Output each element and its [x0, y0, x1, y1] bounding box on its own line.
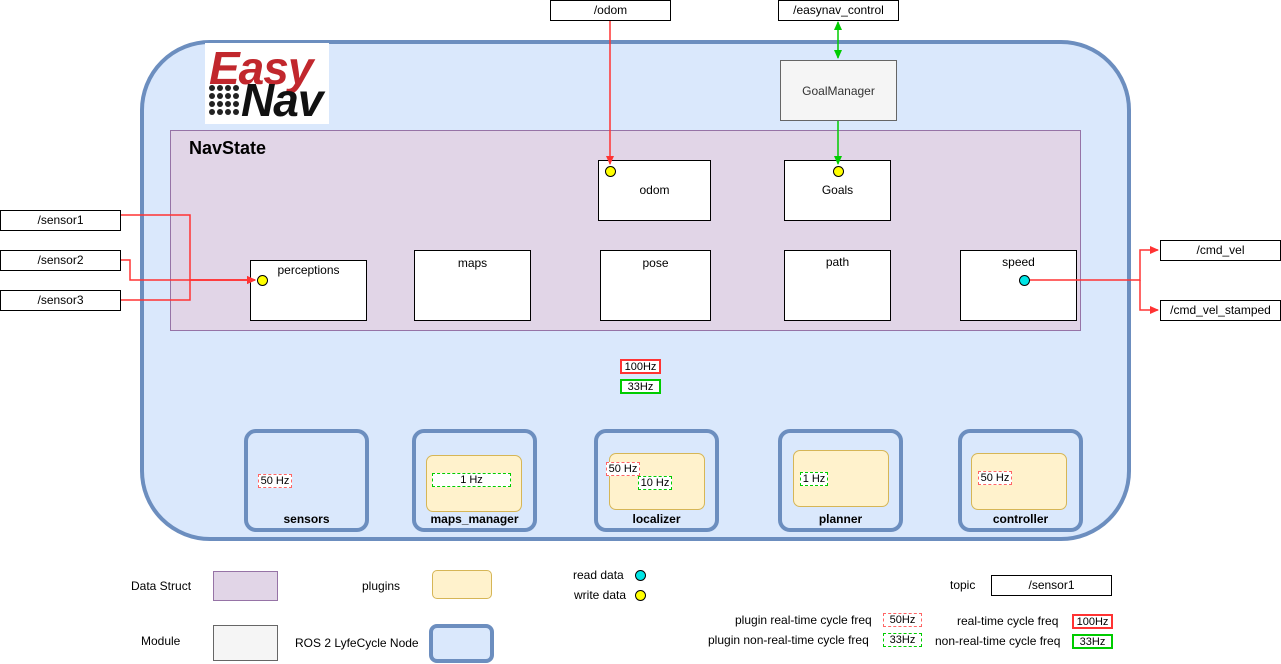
write-dot-odom	[605, 166, 616, 177]
field-pose: pose	[600, 250, 711, 321]
field-perceptions: perceptions	[250, 260, 367, 321]
topic-sensor2: /sensor2	[0, 250, 121, 271]
legend-data-struct-swatch	[213, 571, 278, 601]
localizer-label: localizer	[632, 512, 681, 526]
cmd-vel-stamped-line	[1139, 280, 1159, 314]
planner-plugin	[793, 450, 889, 507]
goal-manager-module: GoalManager	[780, 60, 897, 121]
legend-data-struct-label: Data Struct	[131, 579, 192, 593]
topic-sensor1: /sensor1	[0, 210, 121, 231]
field-speed-label: speed	[1002, 255, 1035, 269]
node-rt-freq: 100Hz	[620, 359, 661, 374]
legend-ros2-node-swatch	[429, 624, 494, 663]
field-pose-label: pose	[642, 256, 669, 270]
read-dot-speed	[1019, 275, 1030, 286]
planner-nrt-freq: 1 Hz	[800, 472, 828, 486]
sensors-label: sensors	[283, 512, 330, 526]
field-goals-label: Goals	[821, 183, 854, 197]
field-path-label: path	[825, 255, 850, 269]
legend-rt-label: real-time cycle freq	[957, 614, 1059, 628]
maps-manager-nrt-freq: 1 Hz	[432, 473, 511, 487]
field-perceptions-label: perceptions	[277, 263, 340, 277]
localizer-rt-freq: 50 Hz	[606, 462, 640, 476]
maps-manager-label: maps_manager	[430, 512, 519, 526]
navstate-title: NavState	[189, 138, 267, 158]
legend-write-dot	[635, 590, 646, 601]
write-dot-perceptions	[257, 275, 268, 286]
module-maps-manager: 1 Hz maps_manager	[412, 429, 537, 532]
sensor1-line	[121, 214, 256, 284]
legend-plugin-rt-sample: 50Hz	[883, 613, 922, 627]
module-planner: 1 Hz planner	[778, 429, 903, 532]
topic-easynav-control: /easynav_control	[778, 0, 899, 21]
legend-read-dot	[635, 570, 646, 581]
legend-write-data-label: write data	[574, 588, 627, 602]
legend-ros2-node-label: ROS 2 LyfeCycle Node	[295, 636, 419, 650]
field-odom: odom	[598, 160, 711, 221]
field-odom-label: odom	[639, 183, 670, 197]
legend-nrt-sample: 33Hz	[1072, 634, 1113, 649]
sensor2-line	[121, 259, 256, 284]
planner-label: planner	[818, 512, 863, 526]
module-localizer: 50 Hz 10 Hz localizer	[594, 429, 719, 532]
cmd-vel-line	[1030, 246, 1159, 281]
sensor3-line	[121, 276, 256, 301]
topic-sensor3: /sensor3	[0, 290, 121, 311]
field-path: path	[784, 250, 891, 321]
controller-label: controller	[992, 512, 1049, 526]
legend-plugin-nrt-label: plugin non-real-time cycle freq	[708, 633, 869, 647]
controller-rt-freq: 50 Hz	[978, 471, 1012, 485]
topic-odom: /odom	[550, 0, 671, 21]
module-sensors: 50 Hz sensors	[244, 429, 369, 532]
legend-module-label: Module	[141, 634, 181, 648]
localizer-nrt-freq: 10 Hz	[638, 476, 672, 490]
logo-dots	[208, 84, 240, 116]
logo-easy-text: Easy	[209, 42, 313, 94]
topic-cmd-vel-stamped: /cmd_vel_stamped	[1160, 300, 1281, 321]
field-speed: speed	[960, 250, 1077, 321]
legend-plugins-swatch	[432, 570, 492, 599]
field-maps-label: maps	[457, 256, 488, 270]
legend-nrt-label: non-real-time cycle freq	[935, 634, 1061, 648]
legend-read-data-label: read data	[573, 568, 624, 582]
easynav-logo: Easy Nav	[205, 42, 329, 126]
field-maps: maps	[414, 250, 531, 321]
node-nrt-freq: 33Hz	[620, 379, 661, 394]
legend-topic-label: topic	[950, 578, 976, 592]
legend-plugin-rt-label: plugin real-time cycle freq	[735, 613, 872, 627]
write-dot-goals	[833, 166, 844, 177]
sensors-rt-freq: 50 Hz	[258, 474, 292, 488]
legend-plugins-label: plugins	[362, 579, 401, 593]
legend-plugin-nrt-sample: 33Hz	[883, 633, 922, 647]
legend-topic-example: /sensor1	[991, 575, 1112, 596]
legend-module-swatch	[213, 625, 278, 661]
logo-nav-text: Nav	[241, 74, 323, 126]
module-controller: 50 Hz controller	[958, 429, 1083, 532]
legend-rt-sample: 100Hz	[1072, 614, 1113, 629]
